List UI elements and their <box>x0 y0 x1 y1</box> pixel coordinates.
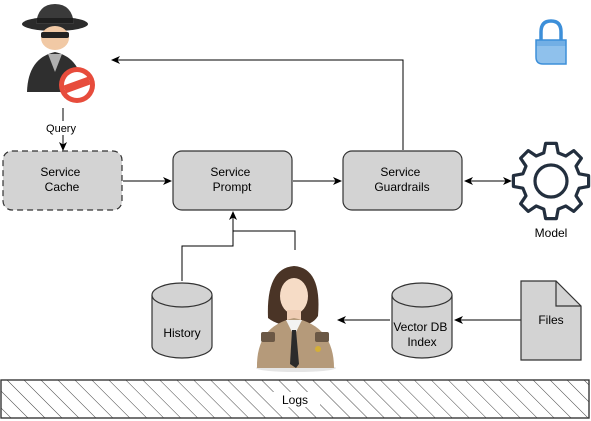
edge-query-label: Query <box>46 123 76 135</box>
vectordb-label-line1: Vector DB <box>393 320 447 334</box>
files-label: Files <box>538 313 563 327</box>
history-datastore: History <box>151 282 213 359</box>
service-cache-node: Service Cache <box>2 150 123 211</box>
logs-bar: Logs <box>0 379 590 419</box>
service-prompt-node: Service Prompt <box>172 150 293 211</box>
connectors <box>59 56 521 324</box>
svg-text:Service Prompt: Service Prompt <box>210 165 253 194</box>
service-guardrails-label-line1: Service <box>380 165 420 179</box>
gear-icon <box>511 141 591 221</box>
no-entry-icon <box>59 67 95 103</box>
service-prompt-label-line2: Prompt <box>213 180 252 194</box>
service-cache-label-line1: Service <box>40 165 80 179</box>
service-guardrails-label-line2: Guardrails <box>374 180 429 194</box>
svg-text:Vector DB Index: Vector DB Index <box>393 320 450 349</box>
svg-text:Service Guardrails: Service Guardrails <box>374 165 429 194</box>
user-officer-icon <box>256 266 336 372</box>
files-document: Files <box>520 280 582 361</box>
service-cache-label-line2: Cache <box>45 180 80 194</box>
edge-guardrails-attacker <box>111 56 404 150</box>
lock-icon <box>535 19 567 65</box>
service-guardrails-node: Service Guardrails <box>342 150 463 211</box>
vectordb-label-line2: Index <box>407 335 436 349</box>
edge-user-prompt <box>233 230 296 250</box>
edge-history-prompt <box>181 211 237 281</box>
model-label: Model <box>535 226 568 240</box>
svg-text:Service Cache: Service Cache <box>40 165 83 194</box>
vectordb-datastore: Vector DB Index <box>391 282 453 359</box>
service-prompt-label-line1: Service <box>210 165 250 179</box>
logs-label: Logs <box>282 393 308 407</box>
attacker-spy-icon <box>22 4 88 92</box>
history-label: History <box>163 326 200 340</box>
